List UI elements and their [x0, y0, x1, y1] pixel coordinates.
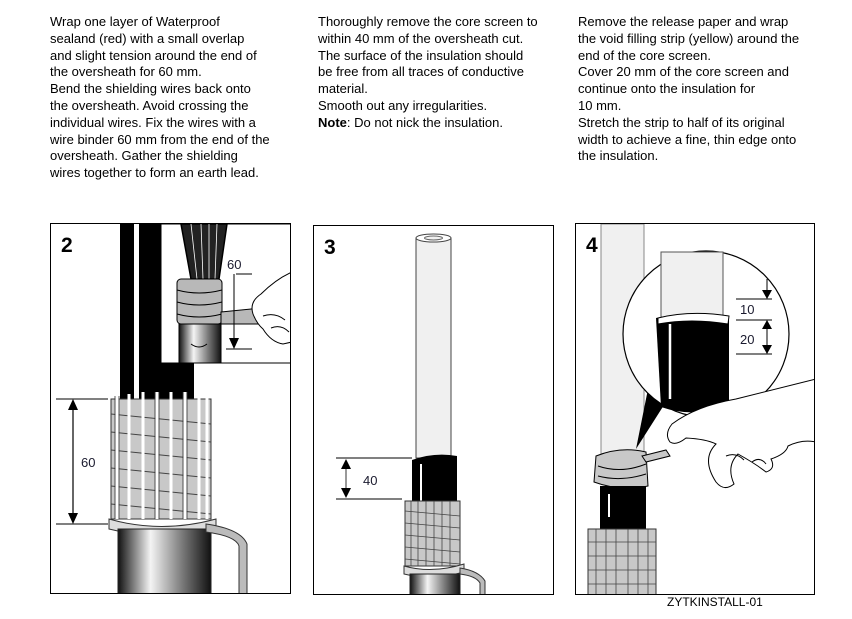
text-line: Bend the shielding wires back onto [50, 81, 251, 97]
hand [666, 378, 814, 488]
note-text: : Do not nick the insulation. [346, 114, 503, 130]
text-line: The surface of the insulation should [318, 47, 524, 63]
text-line: Cover 20 mm of the core screen and [578, 64, 789, 80]
wire-mesh [587, 528, 657, 594]
step-number: 2 [61, 234, 73, 257]
earth-lead [459, 567, 486, 594]
inset-tape-wrap: 60 [160, 224, 290, 364]
void-filling-strip-illustration: 10 20 [587, 224, 814, 594]
text-line: the oversheath for 60 mm. [50, 64, 202, 80]
figure-step-2: 60 60 [50, 223, 291, 594]
text-line: the oversheath. Avoid crossing the [50, 97, 249, 113]
step-3-instructions: Thoroughly remove the core screen to wit… [318, 14, 563, 132]
text-line: material. [318, 81, 368, 97]
dimension-label-upper: 10 [740, 302, 754, 317]
text-line: 10 mm. [578, 97, 622, 113]
oversheath [117, 528, 212, 593]
figure-step-3: 40 3 [313, 225, 554, 595]
text-line: be free from all traces of conductive [318, 64, 524, 80]
dimension-label: 40 [363, 473, 377, 488]
step-number: 3 [324, 236, 336, 259]
text-line: the insulation. [578, 148, 659, 164]
text-line: Wrap one layer of Waterproof [50, 14, 220, 29]
core-screen [412, 454, 457, 504]
reference-code: ZYTKINSTALL-01 [667, 595, 763, 609]
text-line: continue onto the insulation for [578, 81, 756, 97]
text-line: the void filling strip (yellow) around t… [578, 30, 800, 46]
text-line: within 40 mm of the oversheath cut. [318, 30, 524, 46]
note-label: Note [318, 114, 347, 130]
dimension-label-main: 60 [81, 455, 95, 470]
text-line: sealand (red) with a small overlap [50, 30, 245, 46]
core-left [120, 224, 134, 424]
text-line: wire binder 60 mm from the end of the [50, 131, 270, 147]
core-screen [600, 486, 646, 531]
note-line: Note: Do not nick the insulation. [318, 115, 563, 132]
step-4-instructions: Remove the release paper and wrap the vo… [578, 14, 838, 165]
step-2-instructions: Wrap one layer of Waterproof sealand (re… [50, 14, 295, 182]
dimension-label-inset: 60 [227, 257, 241, 272]
text-line: wires together to form an earth lead. [50, 165, 259, 181]
step-number: 4 [586, 234, 598, 257]
dimension-label-lower: 20 [740, 332, 754, 347]
figure-step-4: 10 20 4 [575, 223, 815, 595]
magnified-core-screen [656, 313, 729, 413]
text-line: Stretch the strip to half of its origina… [578, 114, 785, 130]
text-line: end of the core screen. [578, 47, 711, 63]
text-line: and slight tension around the end of [50, 47, 257, 63]
core-screen-removal-illustration: 40 [336, 233, 486, 594]
text-line: Smooth out any irregularities. [318, 97, 488, 113]
cable-shield-illustration: 60 60 [56, 224, 290, 593]
void-filling-strip [593, 449, 649, 489]
text-line: Remove the release paper and wrap [578, 14, 789, 29]
insulation [415, 237, 452, 459]
wire-mesh [404, 500, 461, 567]
text-line: width to achieve a fine, thin edge onto [578, 131, 797, 147]
text-line: Thoroughly remove the core screen to [318, 14, 538, 29]
text-line: oversheath. Gather the shielding [50, 148, 238, 164]
text-line: individual wires. Fix the wires with a [50, 114, 256, 130]
earth-lead [205, 523, 248, 593]
oversheath [409, 573, 461, 594]
